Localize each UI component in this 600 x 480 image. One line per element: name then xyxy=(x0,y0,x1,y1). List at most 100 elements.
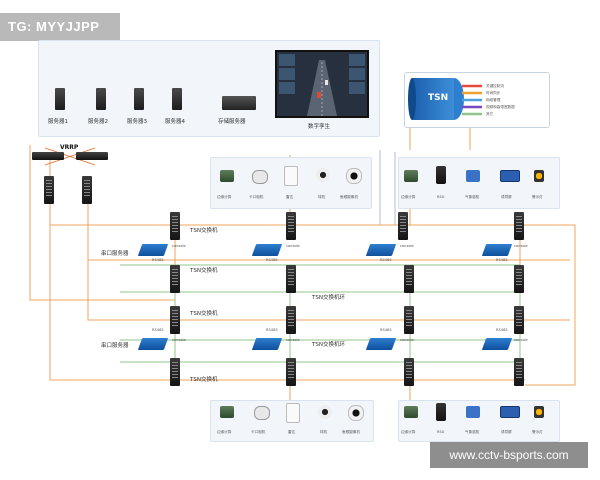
dome-camera-icon xyxy=(318,405,332,419)
tl-label-2: 雷达 xyxy=(286,195,294,199)
bl-label-2: 雷达 xyxy=(288,430,296,434)
edge-compute-icon xyxy=(220,170,234,182)
tsn-streams xyxy=(462,84,482,116)
rs485-label: RS485 xyxy=(496,258,508,262)
core-switch-right xyxy=(82,176,92,204)
bayonet-camera-icon xyxy=(254,406,270,420)
tr-label-4: 警示灯 xyxy=(532,195,543,199)
tsn-switch-label-1: TSN交换机 xyxy=(190,228,218,234)
console-label: console xyxy=(172,338,186,342)
rs485-label: RS485 xyxy=(380,258,392,262)
tsn-cylinder-icon xyxy=(408,78,464,120)
router-right-icon xyxy=(76,152,108,160)
server-3-label: 服务器3 xyxy=(127,119,147,125)
server-1-label: 服务器1 xyxy=(48,119,68,125)
rs485-label: RS485 xyxy=(152,258,164,262)
tl-label-1: 卡口相机 xyxy=(249,195,264,199)
router-left-icon xyxy=(32,152,64,160)
bl-label-3: 球机 xyxy=(320,430,328,434)
tsn-switch-label-2: TSN交换机 xyxy=(190,268,218,274)
console-label: console xyxy=(172,244,186,248)
tl-label-4: 鱼眼摄像机 xyxy=(340,195,358,199)
tsn-title: TSN xyxy=(428,93,449,103)
rsu-icon xyxy=(436,166,446,184)
tsn-switch-r2c4 xyxy=(514,265,524,293)
tr-label-1: RSU xyxy=(437,195,445,199)
bl-label-4: 鱼眼摄像机 xyxy=(342,430,360,434)
rs485-label: RS485 xyxy=(266,328,278,332)
serial-server-label-2: 串口服务器 xyxy=(101,343,129,349)
br-label-3: 诱导屏 xyxy=(501,430,512,434)
tl-label-0: 边缘计算 xyxy=(217,195,232,199)
server-4-icon xyxy=(172,88,182,110)
edge-compute-icon xyxy=(404,170,418,182)
digital-twin-screen xyxy=(275,50,369,118)
br-label-4: 警示灯 xyxy=(532,430,543,434)
fisheye-camera-icon xyxy=(348,405,364,421)
tsn-switch-r2c3 xyxy=(404,265,414,293)
warning-light-icon xyxy=(534,170,544,182)
guidance-screen-icon xyxy=(500,170,520,182)
server-2-label: 服务器2 xyxy=(88,119,108,125)
rs485-label: RS485 xyxy=(380,328,392,332)
tsn-legend-2: 网络管理 xyxy=(486,98,501,102)
storage-server-icon xyxy=(222,96,256,110)
tsn-switch-r4c4 xyxy=(514,358,524,386)
tsn-switch-r4c1 xyxy=(170,358,180,386)
server-1-icon xyxy=(55,88,65,110)
serial-server-r2c2 xyxy=(251,338,283,350)
tl-label-3: 球机 xyxy=(318,195,326,199)
dome-camera-icon xyxy=(316,168,330,182)
bl-label-0: 边缘计算 xyxy=(217,430,232,434)
tsn-switch-r1c4 xyxy=(514,212,524,240)
tsn-switch-r1c2 xyxy=(286,212,296,240)
br-label-2: 气象感知 xyxy=(465,430,480,434)
console-label: console xyxy=(400,244,414,248)
guidance-screen-icon xyxy=(500,406,520,418)
server-2-icon xyxy=(96,88,106,110)
serial-server-r1c2 xyxy=(251,244,283,256)
tsn-switch-label-4: TSN交换机 xyxy=(190,377,218,383)
rsu-icon xyxy=(436,403,446,421)
console-label: console xyxy=(514,338,528,342)
bayonet-camera-icon xyxy=(252,170,268,184)
tsn-switch-r4c2 xyxy=(286,358,296,386)
weather-sensor-icon xyxy=(466,406,480,418)
tr-label-2: 气象感知 xyxy=(465,195,480,199)
server-4-label: 服务器4 xyxy=(165,119,185,125)
serial-server-r1c3 xyxy=(365,244,397,256)
serial-server-r1c1 xyxy=(137,244,169,256)
core-switch-left xyxy=(44,176,54,204)
tr-label-3: 诱导屏 xyxy=(501,195,512,199)
edge-compute-icon xyxy=(404,406,418,418)
tsn-switch-r1c1 xyxy=(170,212,180,240)
tsn-legend-1: 时间同步 xyxy=(486,91,501,95)
serial-server-r2c1 xyxy=(137,338,169,350)
tr-label-0: 边缘计算 xyxy=(401,195,416,199)
tsn-legend-4: 其它 xyxy=(486,112,494,116)
tsn-switch-r2c1 xyxy=(170,265,180,293)
bl-label-1: 卡口相机 xyxy=(251,430,266,434)
tsn-switch-r2c2 xyxy=(286,265,296,293)
tsn-switch-r3c3 xyxy=(404,306,414,334)
radar-icon xyxy=(284,166,298,186)
digital-twin-label: 数字孪生 xyxy=(308,124,331,130)
tsn-legend-0: 关键控制流 xyxy=(486,84,504,88)
serial-server-r2c3 xyxy=(365,338,397,350)
rs485-label: RS485 xyxy=(496,328,508,332)
tsn-switch-r4c3 xyxy=(404,358,414,386)
warning-light-icon xyxy=(534,406,544,418)
console-label: console xyxy=(514,244,528,248)
rs485-label: RS485 xyxy=(266,258,278,262)
rs485-label: RS485 xyxy=(152,328,164,332)
ring-label: TSN交换机环 xyxy=(312,295,345,301)
serial-server-r1c4 xyxy=(481,244,513,256)
watermark-bottom-right: www.cctv-bsports.com xyxy=(430,442,588,468)
tsn-switch-r3c1 xyxy=(170,306,180,334)
br-label-0: 边缘计算 xyxy=(401,430,416,434)
console-label: console xyxy=(286,244,300,248)
watermark-top-left: TG: MYYJJPP xyxy=(0,13,120,41)
serial-server-label-1: 串口服务器 xyxy=(101,251,129,257)
storage-server-label: 存储服务器 xyxy=(218,119,246,125)
console-label: console xyxy=(286,338,300,342)
